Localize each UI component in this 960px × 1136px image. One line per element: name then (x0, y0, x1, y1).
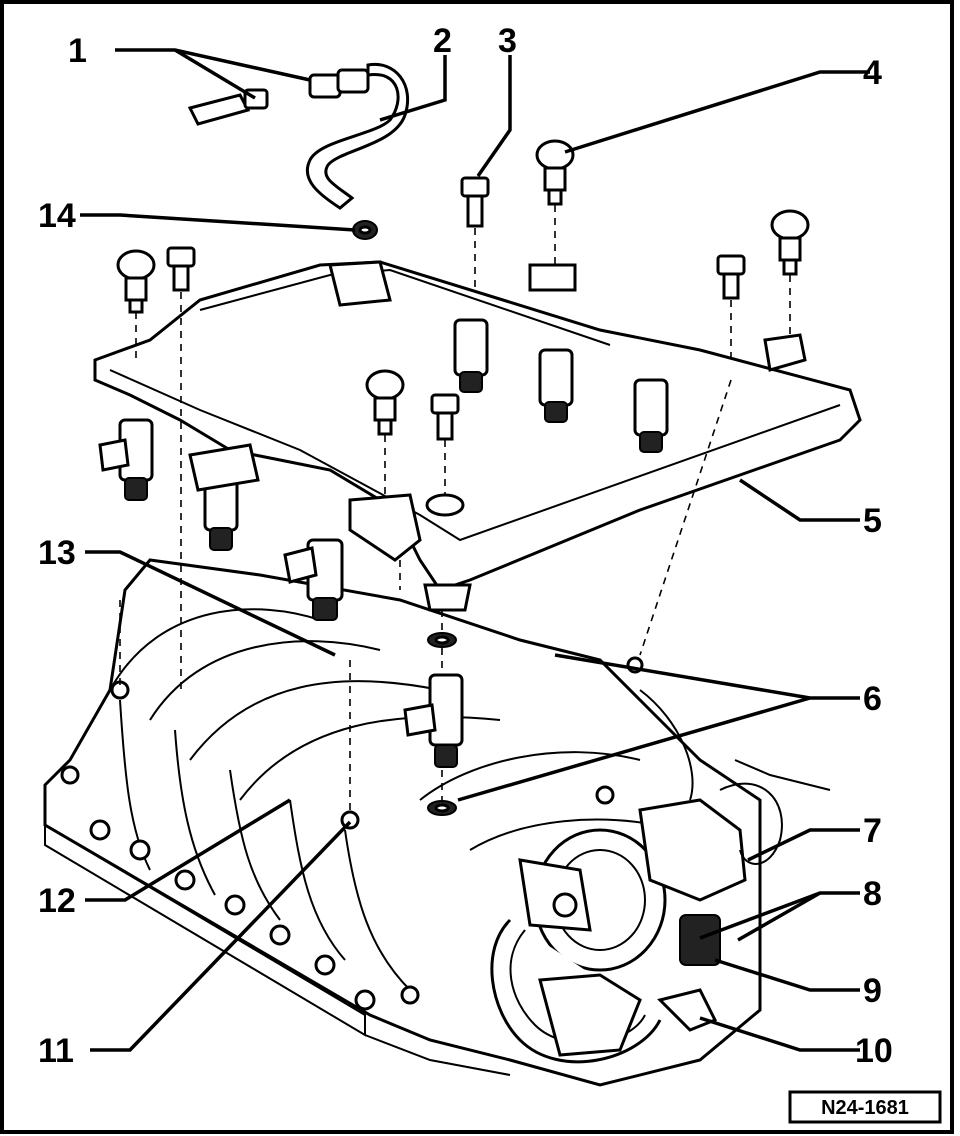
vacuum-hose-assembly (187, 62, 410, 240)
callout-3: 3 (498, 22, 517, 60)
callout-1: 1 (68, 32, 87, 70)
leader-lines (80, 48, 870, 1052)
fuel-rail (93, 260, 862, 592)
stud-bolt (770, 209, 810, 276)
callout-4: 4 (863, 54, 882, 92)
fasteners (116, 139, 810, 441)
callout-11: 11 (38, 1032, 74, 1070)
callout-8: 8 (863, 875, 882, 913)
callout-10: 10 (855, 1032, 893, 1070)
injector (188, 443, 260, 551)
callout-7: 7 (863, 812, 882, 850)
o-rings (427, 632, 457, 816)
callout-numbers: 1 2 3 4 5 6 7 8 9 10 11 12 13 14 (38, 22, 893, 1070)
stud-bolt (116, 249, 156, 314)
bolt (716, 254, 746, 300)
callout-14: 14 (38, 197, 76, 235)
reference-code-box: N24-1681 (788, 1090, 942, 1124)
injector (98, 418, 154, 501)
throttle-valve-assembly (490, 689, 831, 1064)
reference-code: N24-1681 (821, 1097, 909, 1119)
injectors (98, 318, 669, 768)
callout-13: 13 (38, 534, 76, 572)
injector-exploded (403, 583, 472, 768)
assembly-guide-lines (119, 205, 791, 815)
callout-5: 5 (863, 502, 882, 540)
bolt (460, 176, 490, 228)
injector (453, 318, 489, 393)
bolt (430, 393, 460, 441)
callout-2: 2 (433, 22, 452, 60)
injector (538, 348, 574, 423)
stud-bolt (535, 139, 575, 206)
callout-12: 12 (38, 882, 76, 920)
stud-bolt (365, 369, 405, 436)
callout-9: 9 (863, 972, 882, 1010)
injector (633, 378, 669, 453)
bolt (166, 246, 196, 292)
injector (283, 538, 344, 621)
callout-6: 6 (863, 680, 882, 718)
